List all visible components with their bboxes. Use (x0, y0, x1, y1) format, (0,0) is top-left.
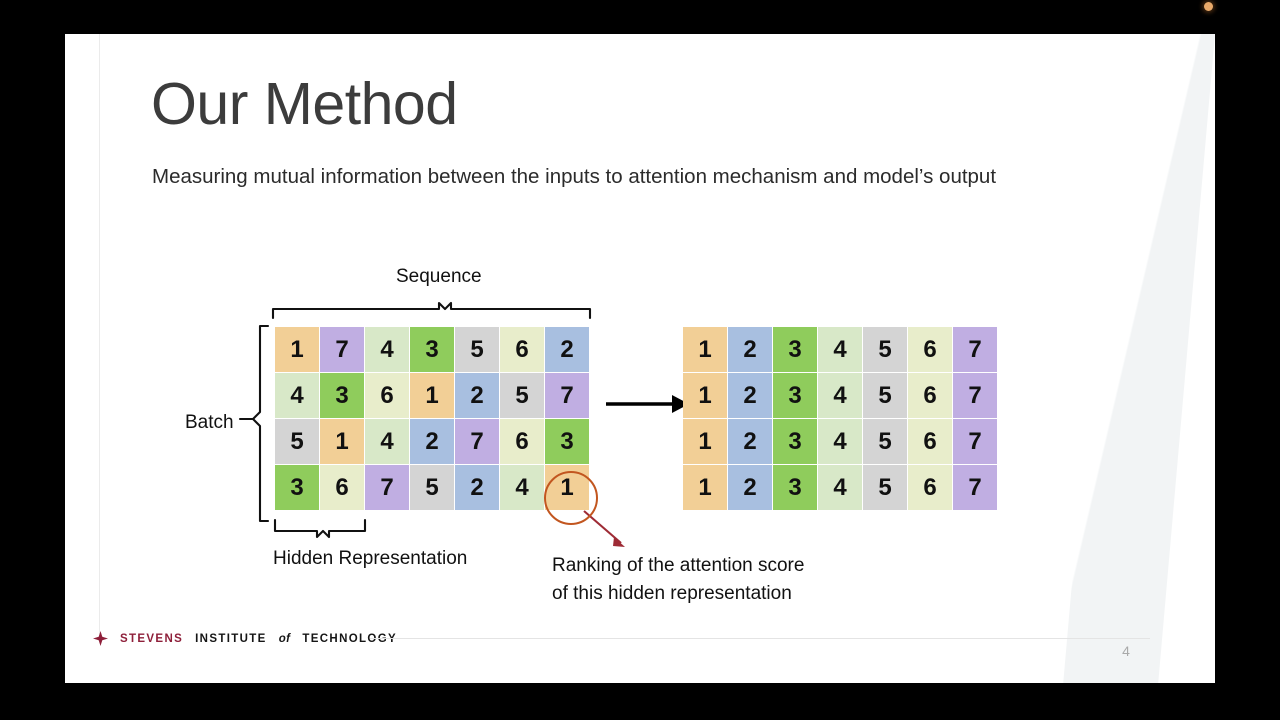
matrix-cell: 4 (365, 327, 409, 372)
slide-decorative-wedge (1063, 34, 1215, 683)
logo-text-technology: TECHNOLOGY (302, 632, 398, 645)
label-sequence: Sequence (396, 266, 482, 287)
matrix-cell: 1 (545, 465, 589, 510)
matrix-cell: 4 (818, 327, 862, 372)
callout-arrow-icon (583, 510, 625, 547)
matrix-cell: 7 (320, 327, 364, 372)
batch-bracket-icon (238, 324, 270, 523)
matrix-cell: 7 (545, 373, 589, 418)
callout-text: Ranking of the attention score of this h… (552, 555, 805, 604)
matrix-cell: 3 (545, 419, 589, 464)
sequence-bracket-icon (271, 301, 592, 320)
matrix-cell: 2 (455, 373, 499, 418)
label-batch: Batch (185, 412, 234, 433)
transform-arrow-icon (606, 395, 689, 413)
matrix-cell: 4 (275, 373, 319, 418)
matrix-cell: 1 (683, 327, 727, 372)
matrix-cell: 2 (455, 465, 499, 510)
record-dot-icon (1204, 2, 1213, 11)
matrix-cell: 4 (818, 373, 862, 418)
matrix-cell: 3 (773, 373, 817, 418)
matrix-cell: 5 (863, 419, 907, 464)
matrix-cell: 1 (683, 419, 727, 464)
matrix-cell: 5 (863, 465, 907, 510)
matrix-cell: 3 (773, 419, 817, 464)
matrix-cell: 3 (773, 327, 817, 372)
matrix-cell: 1 (683, 373, 727, 418)
matrix-cell: 4 (365, 419, 409, 464)
label-hidden-representation: Hidden Representation (273, 548, 468, 569)
matrix-cell: 2 (410, 419, 454, 464)
matrix-cell: 6 (908, 327, 952, 372)
matrix-cell: 6 (908, 419, 952, 464)
matrix-cell: 5 (500, 373, 544, 418)
matrix-cell: 6 (500, 419, 544, 464)
matrix-cell: 7 (455, 419, 499, 464)
matrix-cell: 1 (683, 465, 727, 510)
matrix-cell: 5 (863, 327, 907, 372)
matrix-cell: 7 (365, 465, 409, 510)
footer-divider (370, 638, 1150, 639)
matrix-cell: 5 (410, 465, 454, 510)
slide-vertical-rule (99, 34, 100, 634)
matrix-cell: 6 (908, 373, 952, 418)
page-number: 4 (1122, 643, 1130, 659)
matrix-cell: 7 (953, 373, 997, 418)
matrix-cell: 4 (818, 419, 862, 464)
stevens-logo: STEVENS INSTITUTE of TECHNOLOGY (93, 631, 397, 646)
matrix-cell: 3 (410, 327, 454, 372)
matrix-cell: 3 (773, 465, 817, 510)
matrix-cell: 2 (545, 327, 589, 372)
matrix-cell: 4 (818, 465, 862, 510)
matrix-cell: 1 (320, 419, 364, 464)
matrix-cell: 1 (410, 373, 454, 418)
matrix-cell: 2 (728, 419, 772, 464)
matrix-cell: 7 (953, 465, 997, 510)
slide-subtitle: Measuring mutual information between the… (152, 165, 997, 188)
page-title: Our Method (151, 71, 458, 137)
matrix-cell: 3 (320, 373, 364, 418)
matrix-cell: 5 (275, 419, 319, 464)
hidden-representation-bracket-icon (273, 518, 367, 539)
matrix-cell: 6 (908, 465, 952, 510)
matrix-cell: 6 (320, 465, 364, 510)
logo-text-of: of (278, 632, 291, 645)
matrix-cell: 7 (953, 419, 997, 464)
logo-text-stevens: STEVENS (120, 632, 184, 645)
matrix-cell: 2 (728, 373, 772, 418)
matrix-cell: 1 (275, 327, 319, 372)
matrix-cell: 3 (275, 465, 319, 510)
matrix-cell: 7 (953, 327, 997, 372)
logo-text-institute: INSTITUTE (195, 632, 267, 645)
window-top-bar (0, 0, 1280, 34)
presentation-slide: Our Method Measuring mutual information … (65, 34, 1215, 683)
matrix-cell: 4 (500, 465, 544, 510)
matrix-cell: 5 (455, 327, 499, 372)
matrix-cell: 6 (500, 327, 544, 372)
highlight-circle-icon (544, 471, 598, 525)
diamond-star-icon (93, 631, 108, 646)
matrix-cell: 5 (863, 373, 907, 418)
matrix-cell: 6 (365, 373, 409, 418)
matrix-cell: 2 (728, 327, 772, 372)
matrix-cell: 2 (728, 465, 772, 510)
